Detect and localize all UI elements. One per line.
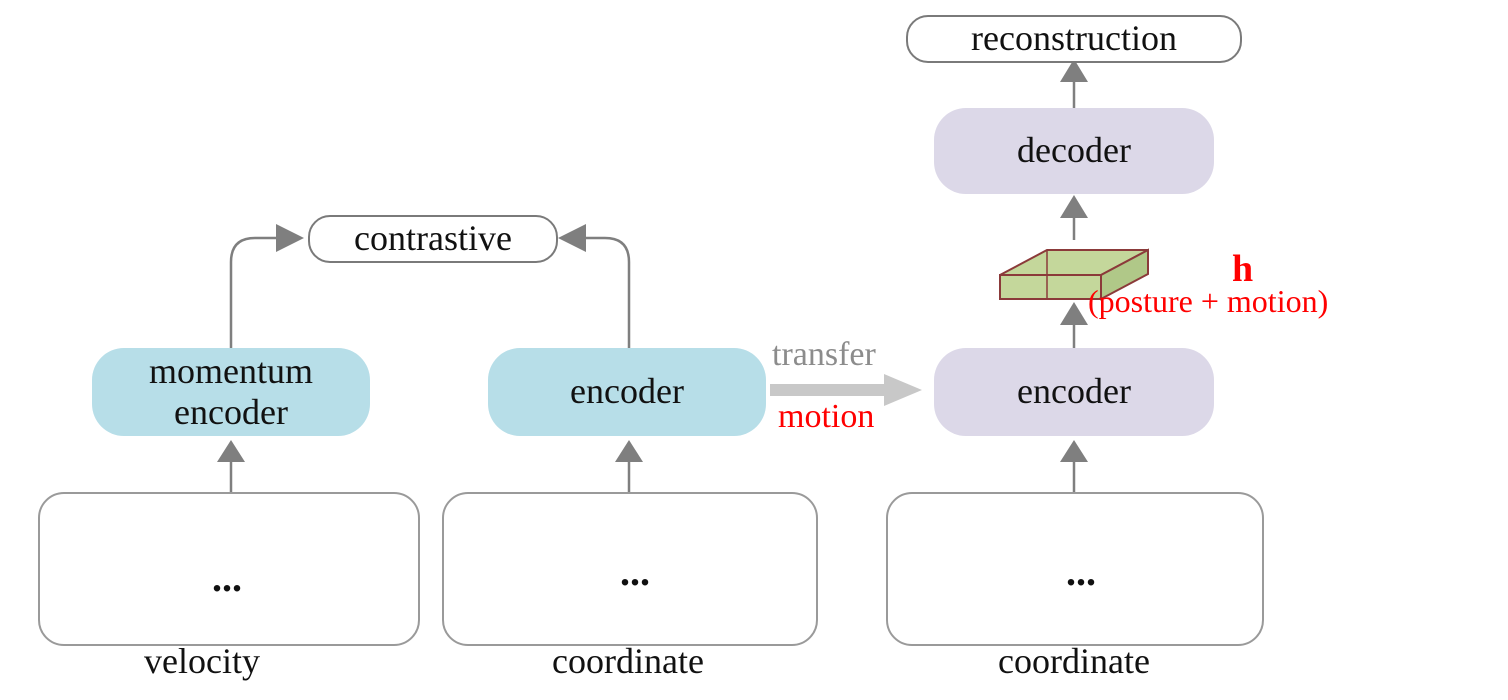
decoder-label: decoder <box>1017 130 1131 171</box>
h-label: h <box>1232 248 1254 290</box>
arrowhead-momentum <box>217 440 245 462</box>
reconstruction-node: reconstruction <box>906 15 1242 63</box>
transfer-label: transfer <box>772 336 876 373</box>
coordinate-caption-right: coordinate <box>998 641 1150 681</box>
transfer-arrow <box>770 374 922 406</box>
velocity-panel <box>38 492 420 646</box>
arrowhead-contrastive-left <box>276 224 304 252</box>
motion-label: motion <box>778 398 875 435</box>
encoder-right-box: encoder <box>934 348 1214 436</box>
arrowhead-latent <box>1060 302 1088 325</box>
encoder-center-label: encoder <box>570 371 684 412</box>
coordinate-panel-center <box>442 492 818 646</box>
decoder-box: decoder <box>934 108 1214 194</box>
arrowhead-contrastive-right <box>558 224 586 252</box>
ellipsis-coordinate-right: ... <box>1066 549 1096 594</box>
arrowhead-decoder <box>1060 195 1088 218</box>
velocity-caption: velocity <box>144 641 260 681</box>
latent-h-block <box>999 248 1149 301</box>
posture-motion-label: (posture + motion) <box>1088 283 1329 319</box>
momentum-encoder-label: momentum encoder <box>149 350 313 432</box>
arrow-encoder-to-contrastive <box>582 236 631 348</box>
coordinate-caption-center: coordinate <box>552 641 704 681</box>
contrastive-label: contrastive <box>354 218 512 259</box>
ellipsis-coordinate-center: ... <box>620 549 650 594</box>
arrowhead-encoder <box>615 440 643 462</box>
arrowhead-encoder-right <box>1060 440 1088 462</box>
coordinate-panel-right <box>886 492 1264 646</box>
momentum-encoder-box: momentum encoder <box>92 348 370 436</box>
contrastive-node: contrastive <box>308 215 558 263</box>
arrowhead-reconstruction <box>1060 59 1088 82</box>
reconstruction-label: reconstruction <box>971 18 1177 59</box>
arrow-momentum-to-contrastive <box>229 236 280 348</box>
encoder-center-box: encoder <box>488 348 766 436</box>
ellipsis-velocity: ... <box>212 555 242 600</box>
encoder-right-label: encoder <box>1017 371 1131 412</box>
